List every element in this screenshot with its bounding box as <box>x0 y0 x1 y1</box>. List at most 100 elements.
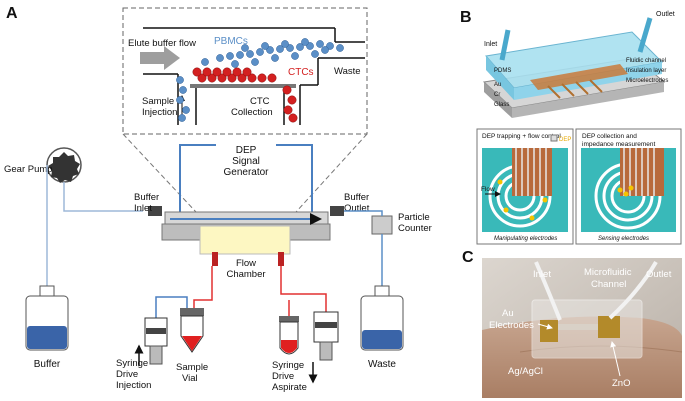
ctc-cell <box>217 73 227 83</box>
sample-vial <box>180 308 204 353</box>
pbmc-cell <box>246 50 254 58</box>
photo-microfluidic-label: Microfluidic <box>584 267 632 278</box>
inset-ctc-label: CTC <box>250 96 270 107</box>
dep-trap-caption: Manipulating electrodes <box>494 236 557 242</box>
ctc-cell <box>288 113 298 123</box>
pbmc-cell <box>306 42 314 50</box>
pbmc-cell <box>326 42 334 50</box>
dep-legend-swatch <box>550 134 558 142</box>
chip-inlet-label: Inlet <box>484 41 497 48</box>
injection-tubing <box>155 296 188 318</box>
pbmc-cell <box>236 51 244 59</box>
pbmc-cell <box>241 44 249 52</box>
flow-arrow-icon <box>140 46 180 70</box>
pbmc-cell <box>178 114 186 122</box>
ctc-cell <box>227 73 237 83</box>
ctc-cell <box>222 67 232 77</box>
pbmc-cell <box>231 60 239 68</box>
photo-channel-label: Channel <box>591 279 626 290</box>
pump-tubing <box>46 165 143 286</box>
sd-injection-1: Syringe <box>116 358 148 369</box>
buffer-outlet-label-1: Buffer <box>344 192 369 203</box>
inset-flow-label: Elute buffer flow <box>128 38 196 49</box>
panel-c-label: C <box>462 249 474 266</box>
photo-zno-arrow <box>610 341 621 377</box>
photo-au-arrow <box>537 323 553 330</box>
chip-pdms-label: PDMS <box>494 68 511 74</box>
syringe-injection <box>144 317 168 365</box>
photo-zno-label: ZnO <box>612 378 630 389</box>
ctc-cell <box>192 67 202 77</box>
sd-aspirate-1: Syringe <box>272 360 304 371</box>
dep-label: DEP <box>236 145 257 156</box>
ctc-cell <box>202 67 212 77</box>
pbmc-cell <box>321 46 329 54</box>
pbmc-cell <box>266 46 274 54</box>
pbmc-cell <box>276 45 284 53</box>
pbmc-cell <box>301 38 309 46</box>
pbmc-cell <box>179 86 187 94</box>
pbmc-cell <box>201 58 209 66</box>
ctcs-label: CTCs <box>288 67 314 78</box>
photo-electrodes-label: Electrodes <box>489 320 534 331</box>
pbmc-cell <box>316 40 324 48</box>
inset-frame <box>122 7 368 135</box>
pbmc-cell <box>271 54 279 62</box>
pbmc-cell <box>291 52 299 60</box>
panel-b-label: B <box>460 9 472 26</box>
ctc-cell <box>237 73 247 83</box>
pbmc-cell <box>336 44 344 52</box>
chip-insulation-label: Insulation layer <box>626 68 666 74</box>
pbmc-cell <box>216 54 224 62</box>
pbmc-cell <box>182 106 190 114</box>
chamber-port-right <box>278 252 284 266</box>
pbmc-cell <box>281 40 289 48</box>
chip-fluidic-label: Fluidic channel <box>626 58 666 64</box>
pbmc-cell <box>176 96 184 104</box>
ctc-cells <box>192 67 298 123</box>
waste-bottle <box>360 285 404 351</box>
ctc-cell <box>197 73 207 83</box>
pbmc-cell <box>286 44 294 52</box>
aspirate-tubing <box>280 266 327 312</box>
buffer-outlet-fitting <box>330 206 344 216</box>
photo-agcl-label: Ag/AgCl <box>508 366 543 377</box>
sd-aspirate-3: Aspirate <box>272 382 307 393</box>
inset-electrode <box>190 84 296 88</box>
pbmc-cell <box>226 52 234 60</box>
chip-cr-label: Cr <box>494 92 500 98</box>
buffer-outlet-label-2: Outlet <box>344 203 370 214</box>
electrode-left <box>482 148 568 232</box>
chip-outlet-label: Outlet <box>656 11 675 18</box>
electrode-right <box>581 148 676 232</box>
inset-collection-label: Collection <box>231 107 273 118</box>
dep-trap-title: DEP trapping + flow control <box>482 133 561 140</box>
dep-collect-title-2: impedance measurement <box>582 141 656 148</box>
inset-waste-label: Waste <box>334 66 361 77</box>
dep-legend-label: DEP <box>559 137 571 143</box>
buffer-bottle <box>25 285 69 351</box>
collection-tube <box>279 316 299 355</box>
signal-label: Signal <box>232 156 260 167</box>
zoom-line-left <box>122 133 197 213</box>
pbmc-cell <box>251 58 259 66</box>
particle-counter <box>371 215 393 235</box>
ctc-cell <box>212 67 222 77</box>
ctc-cell <box>282 85 292 95</box>
chip-3d <box>482 17 666 118</box>
ctc-cell <box>267 73 277 83</box>
pbmc-cell <box>256 48 264 56</box>
dep-flow-label: Flow <box>481 186 495 193</box>
pbmc-cell <box>296 43 304 51</box>
pbmc-cell <box>311 50 319 58</box>
chamber-window <box>199 225 291 255</box>
gear-pump-label: Gear Pump <box>4 164 53 175</box>
syringe-aspirate <box>313 311 339 361</box>
dep-wires <box>179 144 313 212</box>
flow-label: Flow <box>236 258 256 269</box>
counter-label: Counter <box>398 223 432 234</box>
gear-icon <box>48 152 80 183</box>
pbmcs-label: PBMCs <box>214 36 248 47</box>
pbmc-cell <box>176 76 184 84</box>
